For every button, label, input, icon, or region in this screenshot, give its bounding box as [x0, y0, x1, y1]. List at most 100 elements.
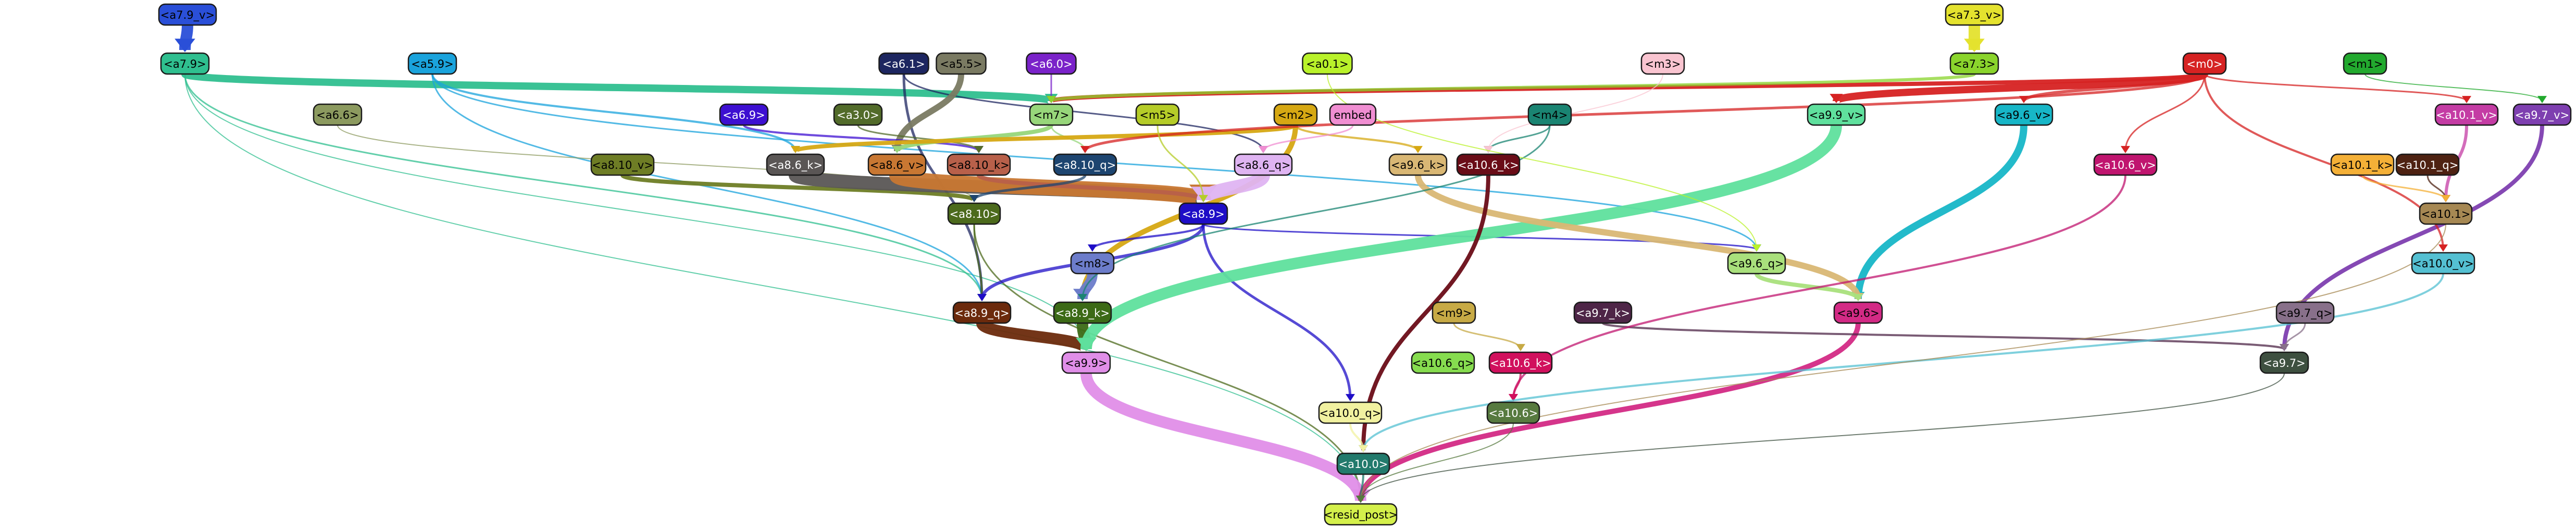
- node-a7-9-v[interactable]: <a7.9_v>: [158, 3, 217, 26]
- edge-a7_9-to-resid_post: [184, 73, 1361, 501]
- edge-arrowhead: [1752, 244, 1761, 252]
- node-a10-6-q[interactable]: <a10.6_q>: [1411, 351, 1475, 374]
- node-a8-6-q[interactable]: <a8.6_q>: [1234, 153, 1293, 176]
- node-a9-9-v[interactable]: <a9.9_v>: [1807, 103, 1866, 126]
- node-embed[interactable]: embed: [1329, 103, 1377, 126]
- edge-m5-to-a8_9: [1156, 125, 1204, 201]
- node-box: [1273, 103, 1318, 126]
- node-label: <m5>: [1139, 109, 1175, 121]
- node-box: [1026, 52, 1077, 75]
- node-label: <a10.1_v>: [2436, 109, 2497, 122]
- node-m2[interactable]: <m2>: [1273, 103, 1318, 126]
- node-a9-7[interactable]: <a9.7>: [2259, 351, 2309, 374]
- node-label: <a10.0_q>: [1320, 407, 1382, 420]
- node-a8-9-k[interactable]: <a8.9_k>: [1053, 301, 1112, 324]
- node-a8-9-q[interactable]: <a8.9_q>: [952, 301, 1012, 324]
- node-box: [2512, 103, 2572, 126]
- node-box: [1573, 301, 1633, 324]
- node-label: <m4>: [1532, 109, 1567, 121]
- node-label: <a10.0>: [1339, 458, 1388, 471]
- node-label: embed: [1334, 109, 1372, 121]
- node-a6-1[interactable]: <a6.1>: [878, 52, 929, 75]
- node-m7[interactable]: <m7>: [1029, 103, 1074, 126]
- node-a7-9[interactable]: <a7.9>: [160, 52, 210, 75]
- node-label: <a9.9>: [1065, 357, 1107, 369]
- node-a8-10-k[interactable]: <a8.10_k>: [947, 153, 1011, 176]
- node-box: [1053, 153, 1117, 176]
- node-label: <a10.6_k>: [1490, 357, 1551, 370]
- node-a6-9[interactable]: <a6.9>: [719, 103, 769, 126]
- node-a10-1-k[interactable]: <a10.1_k>: [2330, 153, 2395, 176]
- node-m5[interactable]: <m5>: [1135, 103, 1180, 126]
- node-a9-6-k[interactable]: <a9.6_k>: [1388, 153, 1448, 176]
- node-m3[interactable]: <m3>: [1640, 52, 1685, 75]
- node-a5-9[interactable]: <a5.9>: [407, 52, 457, 75]
- edge-arrowhead: [1078, 294, 1087, 301]
- node-box: [1318, 401, 1383, 424]
- node-a9-6-v[interactable]: <a9.6_v>: [1994, 103, 2054, 126]
- node-a9-7-k[interactable]: <a9.7_k>: [1573, 301, 1633, 324]
- edge-a6_1-to-a8_6_q: [903, 73, 1264, 152]
- edge-m4-to-a10_6_k: [1487, 125, 1551, 152]
- edge-arrowhead: [969, 195, 979, 202]
- edge-a7_9-to-a9_9: [184, 73, 1087, 350]
- node-m8[interactable]: <m8>: [1070, 252, 1115, 275]
- node-a10-0-v[interactable]: <a10.0_v>: [2411, 252, 2475, 275]
- node-box: [1061, 351, 1111, 374]
- node-a9-6-q[interactable]: <a9.6_q>: [1727, 252, 1786, 275]
- node-label: <a9.9_v>: [1809, 109, 1863, 122]
- node-a10-6-k2[interactable]: <a10.6_k>: [1488, 351, 1553, 374]
- node-m0[interactable]: <m0>: [2182, 52, 2227, 75]
- edge-m0-to-a8_10_q: [1084, 73, 2206, 152]
- node-a9-7-v[interactable]: <a9.7_v>: [2512, 103, 2572, 126]
- node-label: <a9.6_v>: [1997, 109, 2051, 122]
- node-a8-6-v[interactable]: <a8.6_v>: [867, 153, 927, 176]
- node-a3-0[interactable]: <a3.0>: [833, 103, 883, 126]
- node-box: [160, 52, 210, 75]
- node-a10-0[interactable]: <a10.0>: [1336, 452, 1390, 475]
- node-box: [947, 153, 1011, 176]
- node-a8-6-k[interactable]: <a8.6_k>: [766, 153, 825, 176]
- node-a10-1-q[interactable]: <a10.1_q>: [2395, 153, 2460, 176]
- node-box: [1833, 301, 1883, 324]
- node-label: <a10.6_q>: [1412, 357, 1474, 370]
- node-a6-6[interactable]: <a6.6>: [313, 103, 363, 126]
- node-label: <a10.1>: [2421, 208, 2471, 220]
- node-a9-6[interactable]: <a9.6>: [1833, 301, 1883, 324]
- node-a8-10[interactable]: <a8.10>: [947, 202, 1001, 225]
- node-label: <a10.1_q>: [2397, 159, 2459, 172]
- node-box: [2275, 301, 2335, 324]
- edge-arrowhead: [1259, 146, 1268, 153]
- edge-arrowhead: [1509, 394, 1518, 401]
- node-label: <m2>: [1277, 109, 1313, 121]
- node-a0-1[interactable]: <a0.1>: [1302, 52, 1353, 75]
- node-resid-post[interactable]: <resid_post>: [1324, 503, 1398, 526]
- node-a10-6-v[interactable]: <a10.6_v>: [2093, 153, 2158, 176]
- node-label: <a10.6_v>: [2095, 159, 2156, 172]
- node-a5-5[interactable]: <a5.5>: [936, 52, 987, 75]
- node-box: [1488, 351, 1553, 374]
- node-a7-3[interactable]: <a7.3>: [1949, 52, 1999, 75]
- node-m9[interactable]: <m9>: [1432, 301, 1476, 324]
- node-a7-3-v[interactable]: <a7.3_v>: [1945, 3, 2004, 26]
- node-a8-9[interactable]: <a8.9>: [1178, 202, 1228, 225]
- node-m1[interactable]: <m1>: [2343, 52, 2387, 75]
- node-m4[interactable]: <m4>: [1527, 103, 1572, 126]
- edge-a8_9-to-a10_0_q: [1202, 224, 1352, 400]
- node-a10-1-v[interactable]: <a10.1_v>: [2434, 103, 2499, 126]
- node-box: [2182, 52, 2227, 75]
- node-a8-10-q[interactable]: <a8.10_q>: [1053, 153, 1117, 176]
- node-a10-6[interactable]: <a10.6>: [1486, 401, 1540, 424]
- node-a6-0[interactable]: <a6.0>: [1026, 52, 1077, 75]
- node-a8-10-v[interactable]: <a8.10_v>: [590, 153, 655, 176]
- node-a10-1[interactable]: <a10.1>: [2419, 202, 2473, 225]
- node-a10-6-k[interactable]: <a10.6_k>: [1456, 153, 1521, 176]
- node-box: [1135, 103, 1180, 126]
- node-a9-9[interactable]: <a9.9>: [1061, 351, 1111, 374]
- node-a9-7-q[interactable]: <a9.7_q>: [2275, 301, 2335, 324]
- edge-arrowhead: [2462, 96, 2471, 103]
- node-a10-0-q[interactable]: <a10.0_q>: [1318, 401, 1383, 424]
- node-label: <m0>: [2186, 58, 2222, 70]
- edge-arrowhead: [1346, 394, 1355, 401]
- node-label: <a8.6_v>: [870, 159, 924, 172]
